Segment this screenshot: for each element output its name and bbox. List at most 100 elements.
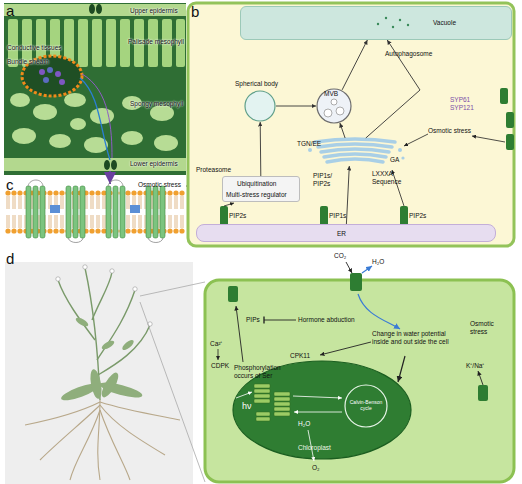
node-text: TGN/EE (297, 140, 321, 148)
plant-cell-b-part (224, 203, 234, 206)
arabidopsis-plant-part-part (88, 368, 103, 399)
thylakoid-stacks-part (274, 412, 290, 416)
plant-cell-d-part (346, 262, 352, 273)
arabidopsis-plant-part (140, 282, 205, 482)
membrane-aquaporins-part-part (160, 186, 165, 238)
arabidopsis-plant-part-part (100, 410, 130, 480)
leaf-section-part-part (84, 137, 108, 153)
panel-letter: a (6, 2, 14, 19)
plant-cell-d (205, 262, 514, 482)
flow-arrow (276, 106, 316, 107)
arabidopsis-plant-part-part (100, 339, 115, 351)
plant-cell-b-part-part (400, 206, 408, 226)
leaf-section-part (109, 171, 111, 184)
er-band: ER (196, 224, 496, 242)
mvb-vesicles (324, 99, 344, 117)
annotation-label: Proteasome (196, 166, 231, 174)
annotation-label: CPK11 (290, 352, 310, 360)
leaf-section-part (96, 4, 102, 14)
leaf-section-part-part (150, 105, 174, 121)
arabidopsis-plant-part-part (98, 400, 100, 480)
membrane-aquaporins-part-part (153, 186, 158, 238)
leaf-section-part-part (64, 93, 86, 107)
plant-cell-b-part (392, 170, 404, 206)
arabidopsis-plant-part (58, 268, 150, 400)
leaf-section-part (89, 4, 95, 14)
flow-arrow (342, 40, 367, 90)
thylakoid-stacks-part (274, 397, 290, 401)
membrane-aquaporins-part (186, 186, 219, 188)
node-text: Calvin-Benson cycle (346, 399, 386, 411)
panel-letter: b (191, 3, 199, 20)
plant-cell-b-part-part (500, 88, 508, 104)
node-text: Chloroplast (298, 444, 331, 452)
leaf-section-part (4, 3, 186, 175)
annotation-label: Spongy mesophyll (130, 100, 183, 108)
annotation-label: Palisade mesophyll (128, 38, 184, 46)
membrane-aquaporins-part-part (66, 186, 71, 238)
plant-cell-d-part (264, 320, 296, 321)
autophagosome-dots-part (385, 17, 387, 19)
membrane-aquaporins-part (5, 190, 185, 234)
arabidopsis-plant-part-part (98, 379, 143, 400)
thylakoid-stacks-part (254, 389, 270, 393)
plant-cell-b-part-part (321, 149, 389, 152)
plant-cell-d-part-part (478, 385, 488, 401)
leaf-section-part-part (49, 134, 71, 148)
annotation-label: Hormone abduction (298, 316, 355, 324)
arabidopsis-plant-part-part (110, 269, 114, 273)
membrane-aquaporins-part-part (146, 186, 151, 238)
plant-cell-b-part (404, 134, 428, 146)
node-text: GA (390, 156, 399, 164)
arabidopsis-plant-part-part (83, 265, 87, 269)
arabidopsis-plant-part-part (59, 380, 100, 403)
annotation-label: SYP61 (450, 96, 470, 104)
node-text: MVB (324, 90, 338, 98)
mvb-vesicles-part (324, 109, 332, 117)
arabidopsis-plant-part-part (74, 316, 89, 328)
arabidopsis-plant-part-part (97, 290, 135, 360)
plant-cell-d-part (205, 280, 514, 482)
membrane-aquaporins-part (26, 186, 165, 238)
annotation-label: PIP1s/ PIP2s (313, 172, 339, 187)
node-text: Multi-stress regulator (226, 191, 287, 199)
calvin-cycle-shape (345, 385, 387, 427)
annotation-label: Ca²⁺ (210, 340, 222, 348)
membrane-aquaporins-part (28, 180, 163, 243)
node-text: Spherical body (235, 80, 278, 88)
membrane-aquaporins-part-part (26, 186, 31, 238)
annotation-label: Lower epidermis (130, 160, 178, 168)
plant-cell-d-part (236, 306, 243, 362)
autophagosome-dots (377, 17, 409, 28)
leaf-section-part (55, 71, 61, 77)
annotation-label: Osmotic stress (470, 320, 510, 335)
membrane-aquaporins (5, 180, 219, 243)
plant-cell-b-part-part (398, 148, 402, 152)
plant-cell-d-part (218, 349, 219, 360)
arabidopsis-plant-part-part (70, 410, 100, 480)
plant-cell-b-part-part (506, 112, 514, 128)
chloroplast-arrows-part (293, 396, 342, 398)
thylakoid-stacks-part (256, 417, 270, 421)
leaf-section-part (104, 160, 110, 170)
arabidopsis-plant-part (25, 400, 180, 480)
arabidopsis-plant-part-part (148, 322, 152, 326)
annotation-label: CDPK (211, 362, 229, 370)
annotation-label: H₂O (372, 258, 384, 266)
membrane-aquaporins-part-part (120, 186, 125, 238)
annotation-label: H₂O (298, 420, 310, 428)
autophagosome-dots-part (407, 24, 409, 26)
mvb-vesicles-part (336, 107, 344, 115)
arabidopsis-plant-part-part (98, 325, 150, 375)
autophagosome-dots-part (377, 23, 379, 25)
plant-cell-d-part (358, 294, 400, 329)
leaf-section-part (43, 77, 49, 83)
node-text: Ubiquitination (237, 180, 276, 188)
arabidopsis-plant (5, 262, 205, 484)
arabidopsis-plant-part (5, 262, 193, 484)
thylakoid-stacks-part (254, 394, 270, 398)
flow-arrow (366, 40, 420, 138)
membrane-aquaporins-part-part (73, 186, 78, 238)
